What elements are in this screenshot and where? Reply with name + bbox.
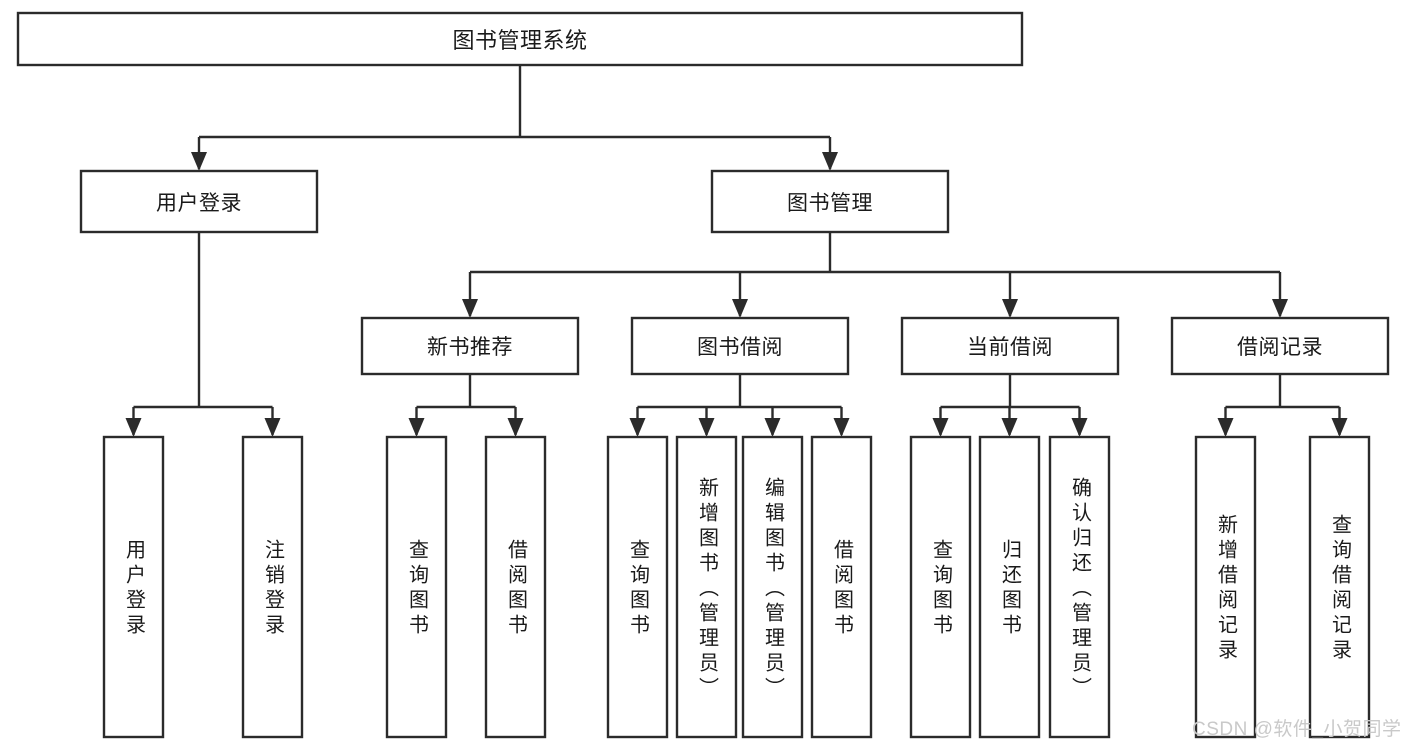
arrow-head-icon [822,152,838,171]
arrow-head-icon [732,299,748,318]
node-leaf-12[interactable] [1308,435,1371,739]
arrow-head-icon [507,418,524,437]
node-leaf-11[interactable] [1194,435,1257,739]
arrow-head-icon [1071,418,1088,437]
node-leaf-6[interactable] [741,435,804,739]
node-level3-3[interactable] [1170,316,1390,376]
arrow-head-icon [1272,299,1288,318]
arrow-head-icon [408,418,425,437]
node-level3-1[interactable] [630,316,850,376]
node-leaf-10[interactable] [1048,435,1111,739]
node-level3-2[interactable] [900,316,1120,376]
arrow-head-icon [125,418,142,437]
arrow-head-icon [629,418,646,437]
node-leaf-4[interactable] [606,435,669,739]
connectors-layer [125,65,1348,437]
arrow-head-icon [698,418,715,437]
node-level3-0[interactable] [360,316,580,376]
node-leaf-5[interactable] [675,435,738,739]
arrow-head-icon [833,418,850,437]
arrow-head-icon [264,418,281,437]
node-leaf-2[interactable] [385,435,448,739]
arrow-head-icon [1001,418,1018,437]
arrow-head-icon [191,152,207,171]
node-boxes-layer [16,11,1390,739]
node-leaf-3[interactable] [484,435,547,739]
node-leaf-8[interactable] [909,435,972,739]
node-root[interactable] [16,11,1024,67]
node-leaf-7[interactable] [810,435,873,739]
arrow-head-icon [462,299,478,318]
arrow-head-icon [1002,299,1018,318]
arrow-head-icon [764,418,781,437]
csdn-watermark: CSDN @软件_小贺同学 [1192,719,1402,740]
arrow-head-icon [1217,418,1234,437]
node-leaf-9[interactable] [978,435,1041,739]
node-leaf-1[interactable] [241,435,304,739]
node-level2-0[interactable] [79,169,319,234]
node-leaf-0[interactable] [102,435,165,739]
arrow-head-icon [932,418,949,437]
node-level2-1[interactable] [710,169,950,234]
arrow-head-icon [1331,418,1348,437]
